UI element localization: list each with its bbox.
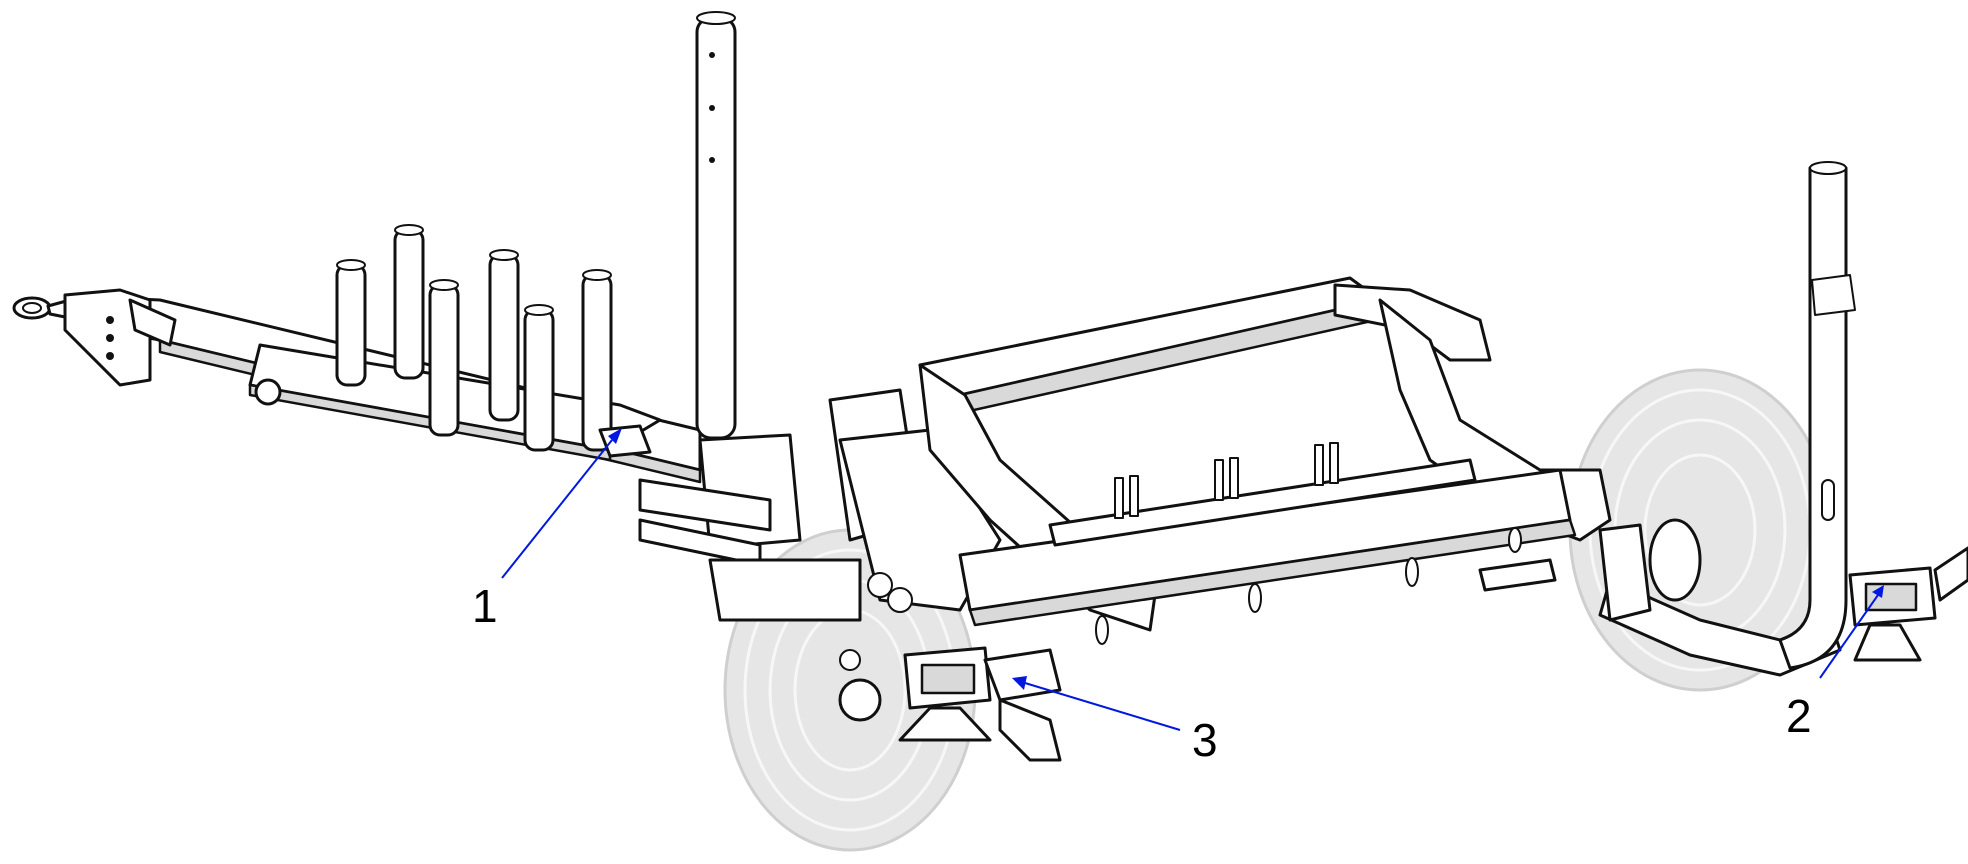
leader-line-1	[501, 428, 622, 579]
leader-line-2	[1819, 585, 1884, 679]
right-axle	[1598, 518, 1842, 677]
main-frame	[918, 276, 1612, 645]
tow-eye	[12, 296, 72, 320]
callout-label-3: 3	[1192, 714, 1218, 766]
right-light-assembly	[1848, 546, 1968, 662]
leader-line-3	[1012, 676, 1181, 731]
tool-rack	[248, 224, 662, 462]
left-light-assembly	[838, 646, 1062, 762]
left-frame-bracket	[638, 388, 1002, 622]
left-pole	[695, 11, 737, 440]
callout-label-1: 1	[472, 580, 498, 632]
right-pole	[1778, 161, 1856, 670]
callout-label-2: 2	[1786, 690, 1812, 742]
